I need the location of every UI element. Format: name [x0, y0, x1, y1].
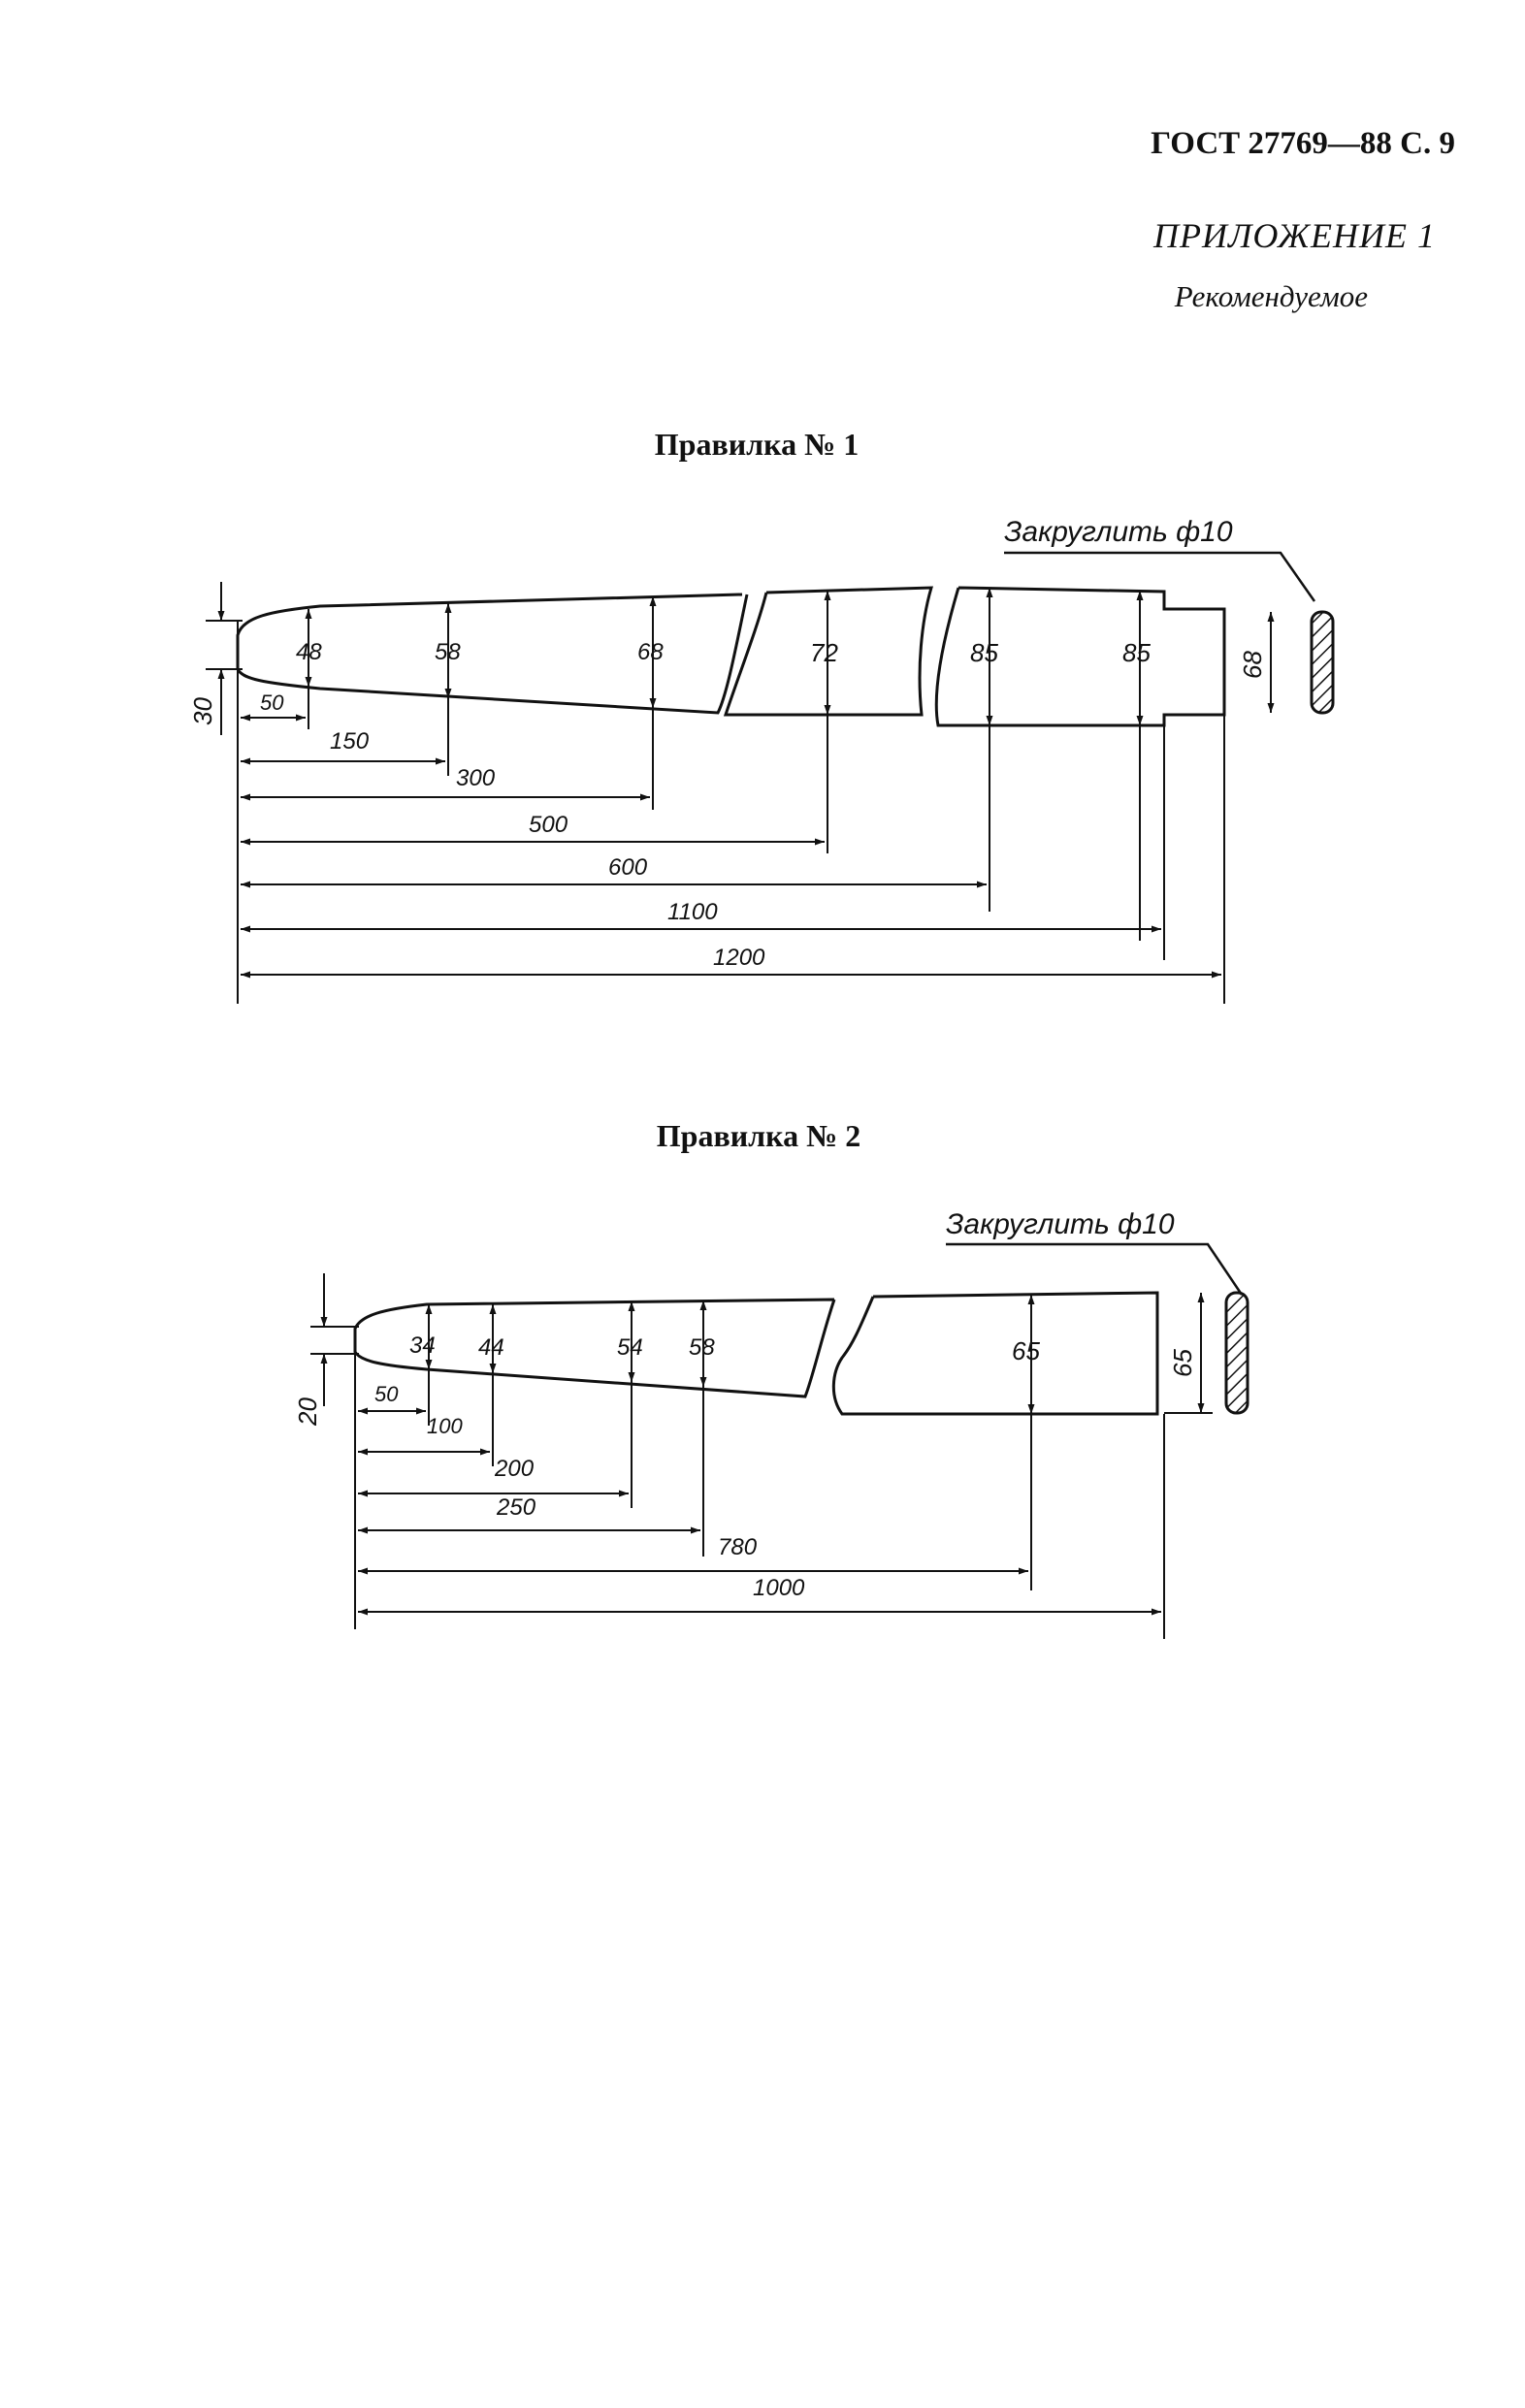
figure1-height-68: 68 — [637, 639, 664, 665]
figure2-section — [1224, 1291, 1249, 1415]
figure1-height-48: 48 — [296, 639, 322, 665]
figure2-drawing — [353, 1242, 1249, 1416]
figure2-blade-segment-1 — [353, 1298, 836, 1398]
figure2-height-34: 34 — [409, 1332, 436, 1359]
figure2-note: Закруглить ф10 — [946, 1208, 1175, 1240]
figure1-drawing — [236, 551, 1335, 727]
figure2-height-58: 58 — [689, 1334, 715, 1361]
figure2-leader — [946, 1242, 1244, 1296]
figure2-height-20: 20 — [293, 1397, 322, 1427]
figure2-labels: Закруглить ф10 34 44 54 58 65 65 20 50 1… — [293, 1208, 1197, 1601]
figure1-note: Закруглить ф10 — [1004, 516, 1233, 548]
figure1-length-1100: 1100 — [667, 899, 718, 925]
figure1-height-85a: 85 — [970, 638, 998, 667]
figure1-length-150: 150 — [330, 728, 370, 755]
figure2-length-100: 100 — [427, 1414, 463, 1438]
figure1-blade-segment-3 — [934, 586, 1226, 727]
figure2-length-250: 250 — [496, 1494, 536, 1521]
figure1-blade-segment-1 — [236, 593, 749, 715]
figure1-height-30: 30 — [188, 697, 217, 725]
figure1-section — [1310, 610, 1335, 715]
appendix-note: Рекомендуемое — [1174, 279, 1368, 313]
appendix-title: ПРИЛОЖЕНИЕ 1 — [1153, 216, 1436, 255]
figure1-labels: Закруглить ф10 48 58 68 72 85 85 68 30 5… — [188, 516, 1267, 971]
figure1-length-1200: 1200 — [713, 945, 765, 971]
figure2-length-200: 200 — [494, 1456, 535, 1482]
figure2-blade-segment-2 — [831, 1291, 1159, 1416]
figure1-height-85b: 85 — [1122, 638, 1151, 667]
figure2-length-780: 780 — [718, 1534, 758, 1560]
figure1-section-68: 68 — [1238, 651, 1267, 679]
figure1-length-600: 600 — [608, 854, 648, 881]
figure2-height-44: 44 — [478, 1334, 504, 1361]
figure2-title: Правилка № 2 — [656, 1118, 861, 1153]
figure2-length-50: 50 — [374, 1382, 399, 1406]
figure2-dimensions — [310, 1273, 1213, 1639]
figure1-leader — [1004, 551, 1316, 602]
document-code: ГОСТ 27769—88 С. 9 — [1151, 126, 1455, 161]
figure1-length-300: 300 — [456, 765, 496, 791]
figure1-dimensions — [206, 582, 1275, 1004]
figure1-height-58: 58 — [435, 639, 461, 665]
figure2-height-65: 65 — [1012, 1336, 1040, 1365]
figure2-length-1000: 1000 — [753, 1575, 805, 1601]
figure1-height-72: 72 — [810, 638, 838, 667]
figure2-height-54: 54 — [617, 1334, 643, 1361]
figure1-blade-segment-2 — [723, 586, 934, 717]
figure1-length-500: 500 — [529, 812, 568, 838]
figure1-title: Правилка № 1 — [654, 427, 860, 462]
figure2-section-65: 65 — [1168, 1349, 1197, 1377]
figure1-length-50: 50 — [260, 690, 284, 715]
